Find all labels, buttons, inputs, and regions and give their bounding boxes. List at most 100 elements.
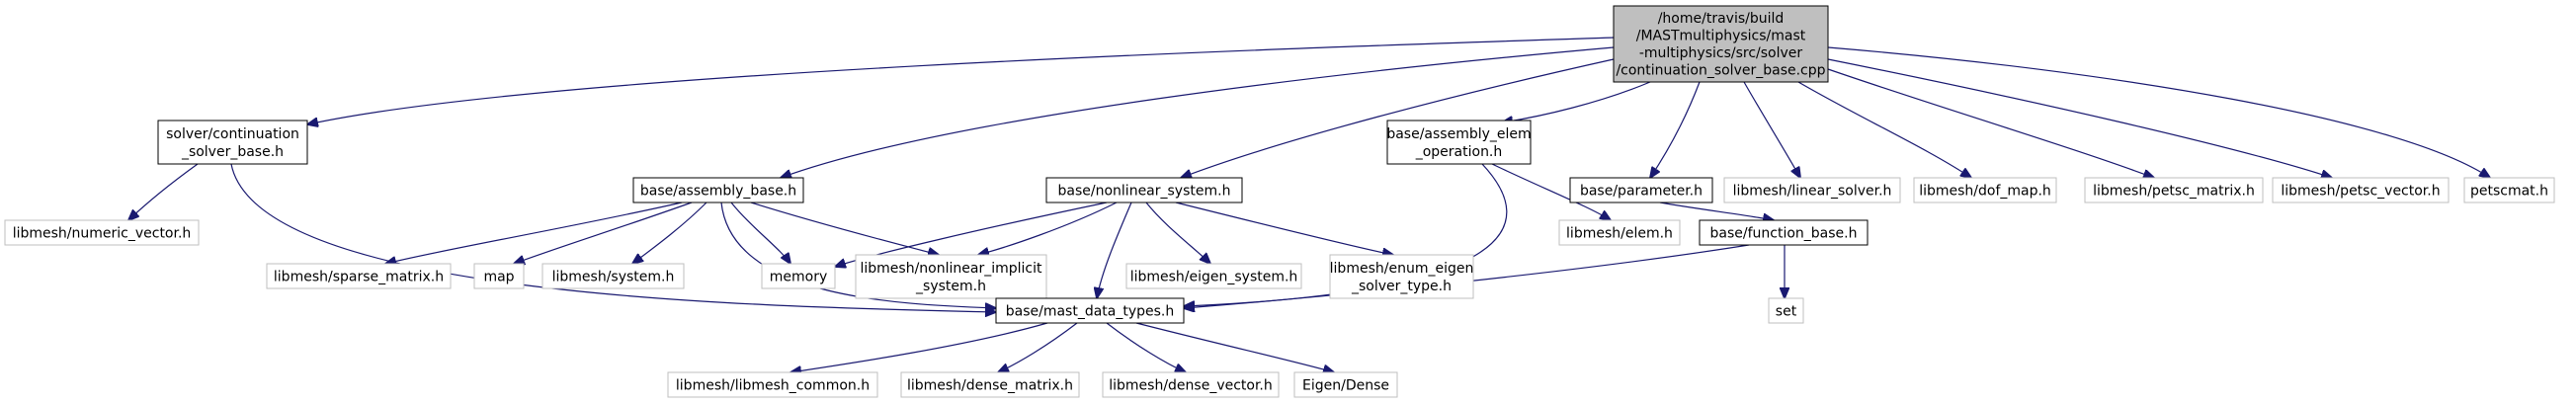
- node-parameter[interactable]: base/parameter.h: [1569, 177, 1713, 203]
- node-linear_solver[interactable]: libmesh/linear_solver.h: [1723, 177, 1901, 203]
- node-box-sparse_matrix: [266, 263, 452, 289]
- node-label-root-0: /home/travis/build: [1658, 11, 1785, 27]
- node-box-petscmat: [2463, 177, 2555, 203]
- node-box-function_base: [1699, 219, 1869, 246]
- node-label-parameter-0: base/parameter.h: [1580, 184, 1703, 200]
- node-label-nonlinear_implicit-0: libmesh/nonlinear_implicit: [861, 261, 1042, 277]
- edge-root-to-petsc_vector: [1827, 58, 2332, 178]
- node-eigen_dense[interactable]: Eigen/Dense: [1293, 371, 1398, 398]
- node-box-petsc_vector: [2272, 177, 2450, 203]
- node-assembly_base[interactable]: base/assembly_base.h: [632, 177, 804, 203]
- node-label-memory-0: memory: [770, 270, 828, 285]
- node-box-linear_solver: [1723, 177, 1901, 203]
- edge-root-to-assembly_elem: [1502, 81, 1651, 122]
- edge-mast_data_types-to-eigen_dense: [1135, 322, 1334, 372]
- node-dense_vector[interactable]: libmesh/dense_vector.h: [1102, 371, 1280, 398]
- node-box-set: [1768, 297, 1804, 324]
- node-assembly_elem[interactable]: base/assembly_elem _operation.h: [1386, 120, 1532, 165]
- node-box-memory: [761, 263, 836, 289]
- node-libmesh_common[interactable]: libmesh/libmesh_common.h: [667, 371, 878, 398]
- node-label-mast_data_types-0: base/mast_data_types.h: [1006, 304, 1175, 320]
- node-petscmat[interactable]: petscmat.h: [2463, 177, 2555, 203]
- node-box-dense_matrix: [900, 371, 1080, 398]
- edge-assembly_base-to-nonlinear_implicit: [750, 202, 939, 255]
- node-box-dof_map: [1913, 177, 2057, 203]
- node-solver_continuation[interactable]: solver/continuation_solver_base.h: [157, 120, 308, 165]
- node-label-petscmat-0: petscmat.h: [2470, 184, 2548, 200]
- node-label-dof_map-0: libmesh/dof_map.h: [1919, 184, 2051, 200]
- edge-assembly_elem-to-elem: [1491, 163, 1611, 220]
- node-map[interactable]: map: [473, 263, 525, 289]
- node-label-nonlinear_system-0: base/nonlinear_system.h: [1058, 184, 1231, 200]
- node-numeric_vector[interactable]: libmesh/numeric_vector.h: [4, 219, 200, 246]
- edge-nonlinear_system-to-memory: [835, 202, 1108, 267]
- node-box-dense_vector: [1102, 371, 1280, 398]
- node-box-nonlinear_implicit: [855, 254, 1047, 299]
- node-label-sparse_matrix-0: libmesh/sparse_matrix.h: [274, 270, 444, 285]
- edge-assembly_base-to-sparse_matrix: [385, 202, 683, 264]
- node-system[interactable]: libmesh/system.h: [541, 263, 685, 289]
- node-box-system: [541, 263, 685, 289]
- node-box-solver_continuation: [157, 120, 308, 165]
- node-set[interactable]: set: [1768, 297, 1804, 324]
- node-label-assembly_elem-0: base/assembly_elem: [1386, 126, 1531, 142]
- node-dof_map[interactable]: libmesh/dof_map.h: [1913, 177, 2057, 203]
- node-enum_eigen[interactable]: libmesh/enum_eigen_solver_type.h: [1329, 254, 1474, 299]
- edge-solver_continuation-to-mast_data_types: [230, 163, 996, 312]
- node-box-assembly_elem: [1386, 120, 1532, 165]
- edge-root-to-dof_map: [1797, 81, 1971, 178]
- edge-mast_data_types-to-libmesh_common: [790, 322, 1048, 372]
- node-label-elem-0: libmesh/elem.h: [1566, 226, 1673, 242]
- edge-mast_data_types-to-dense_matrix: [998, 322, 1078, 372]
- node-label-petsc_matrix-0: libmesh/petsc_matrix.h: [2093, 184, 2255, 200]
- node-box-libmesh_common: [667, 371, 878, 398]
- node-box-elem: [1558, 219, 1681, 246]
- node-box-parameter: [1569, 177, 1713, 203]
- edge-nonlinear_system-to-mast_data_types: [1097, 202, 1132, 298]
- node-box-numeric_vector: [4, 219, 200, 246]
- edge-root-to-nonlinear_system: [1181, 58, 1615, 178]
- node-label-root-3: /continuation_solver_base.cpp: [1616, 63, 1825, 79]
- node-box-root: [1613, 5, 1829, 83]
- node-label-eigen_dense-0: Eigen/Dense: [1302, 378, 1389, 394]
- node-label-enum_eigen-0: libmesh/enum_eigen: [1330, 261, 1474, 277]
- node-label-root-1: /MASTmultiphysics/mast: [1636, 29, 1806, 44]
- edge-root-to-petsc_matrix: [1827, 68, 2154, 178]
- node-box-eigen_system: [1125, 263, 1302, 289]
- edge-solver_continuation-to-numeric_vector: [128, 163, 199, 220]
- node-label-linear_solver-0: libmesh/linear_solver.h: [1733, 184, 1892, 200]
- edge-assembly_base-to-memory: [730, 202, 790, 264]
- node-label-numeric_vector-0: libmesh/numeric_vector.h: [13, 226, 192, 242]
- node-elem[interactable]: libmesh/elem.h: [1558, 219, 1681, 246]
- edge-mast_data_types-to-dense_vector: [1106, 322, 1186, 372]
- node-label-libmesh_common-0: libmesh/libmesh_common.h: [676, 378, 870, 394]
- node-label-assembly_elem-1: _operation.h: [1415, 144, 1503, 160]
- node-nonlinear_system[interactable]: base/nonlinear_system.h: [1045, 177, 1243, 203]
- node-label-petsc_vector-0: libmesh/petsc_vector.h: [2281, 184, 2440, 200]
- node-box-map: [473, 263, 525, 289]
- node-box-eigen_dense: [1293, 371, 1398, 398]
- edge-assembly_base-to-system: [632, 202, 707, 264]
- node-dense_matrix[interactable]: libmesh/dense_matrix.h: [900, 371, 1080, 398]
- node-sparse_matrix[interactable]: libmesh/sparse_matrix.h: [266, 263, 452, 289]
- edge-root-to-assembly_base: [781, 46, 1615, 178]
- edge-assembly_base-to-map: [514, 202, 693, 264]
- node-box-petsc_matrix: [2084, 177, 2264, 203]
- edge-nonlinear_system-to-eigen_system: [1145, 202, 1210, 264]
- node-mast_data_types[interactable]: base/mast_data_types.h: [995, 297, 1185, 324]
- node-petsc_vector[interactable]: libmesh/petsc_vector.h: [2272, 177, 2450, 203]
- edge-nonlinear_system-to-nonlinear_implicit: [978, 202, 1118, 255]
- node-memory[interactable]: memory: [761, 263, 836, 289]
- node-label-dense_matrix-0: libmesh/dense_matrix.h: [907, 378, 1073, 394]
- node-root[interactable]: /home/travis/build/MASTmultiphysics/mast…: [1613, 5, 1829, 83]
- edge-root-to-linear_solver: [1743, 81, 1800, 178]
- node-box-mast_data_types: [995, 297, 1185, 324]
- edge-root-to-petscmat: [1827, 46, 2490, 178]
- node-label-solver_continuation-0: solver/continuation: [166, 126, 299, 142]
- node-nonlinear_implicit[interactable]: libmesh/nonlinear_implicit_system.h: [855, 254, 1047, 299]
- node-eigen_system[interactable]: libmesh/eigen_system.h: [1125, 263, 1302, 289]
- node-petsc_matrix[interactable]: libmesh/petsc_matrix.h: [2084, 177, 2264, 203]
- edge-root-to-parameter: [1650, 81, 1701, 178]
- node-function_base[interactable]: base/function_base.h: [1699, 219, 1869, 246]
